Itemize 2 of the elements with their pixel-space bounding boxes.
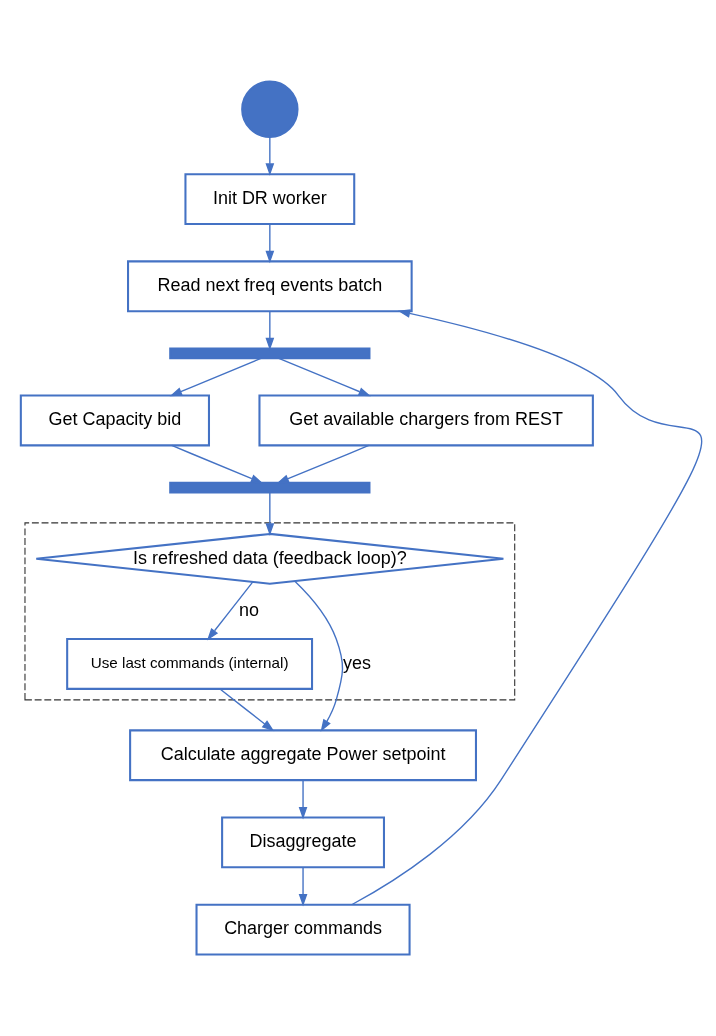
edge-label: no — [239, 600, 260, 621]
edge-label: yes — [343, 652, 371, 673]
